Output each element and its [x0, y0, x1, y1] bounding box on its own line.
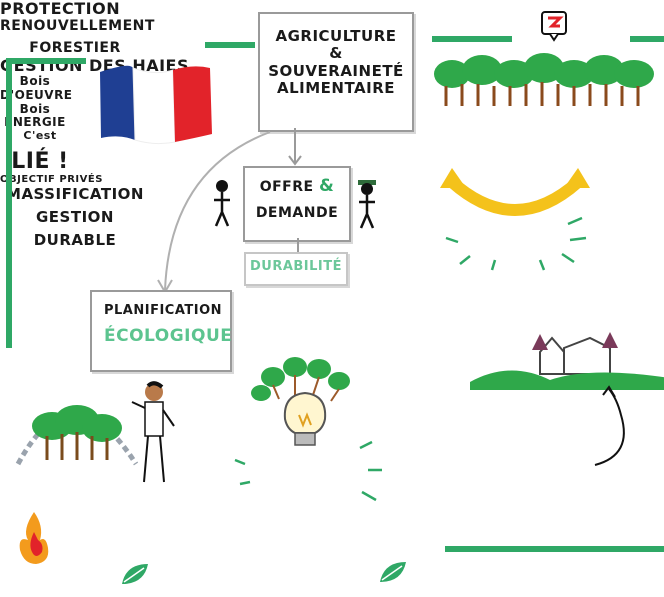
protection-label: Protection — [0, 0, 121, 18]
lie-label: lié ! — [11, 148, 69, 174]
cest-lie-label: C'est lié ! — [0, 130, 80, 174]
massification-line-1: Massification — [6, 184, 144, 203]
arrow-title-to-offre — [288, 128, 302, 166]
frame-line-top-right2 — [630, 36, 664, 42]
bois-energie-line-2: énergie — [4, 115, 66, 130]
title-box: Agriculture & souveraineté alimentaire — [258, 12, 414, 132]
durabilite-label: Durabilité — [249, 259, 343, 274]
fire-icon — [19, 512, 49, 564]
chateau-landscape-icon — [470, 332, 664, 390]
location-marker-icon — [541, 11, 567, 42]
frame-line-top-left — [6, 58, 86, 64]
bois-oeuvre-line-1: Bois — [19, 73, 51, 88]
massification-label: Massification gestion durable — [0, 184, 150, 250]
ampersand: & — [318, 176, 335, 196]
frame-line-left — [6, 58, 12, 348]
frame-line-bottom-right — [445, 546, 664, 552]
person-standing-icon — [131, 381, 175, 483]
durabilite-box: Durabilité — [244, 252, 348, 286]
lightbulb-trees-icon — [251, 357, 350, 446]
bois-energie-label: Bois énergie — [0, 101, 70, 131]
protected-trees-icon — [15, 405, 139, 466]
demande-label: demande — [255, 204, 339, 221]
renouvellement-line-2: forestier — [29, 40, 121, 57]
title-line-2: & souveraineté — [268, 44, 404, 80]
french-flag-icon — [100, 65, 212, 145]
planification-box: Planification écologique — [90, 290, 232, 372]
title-line-1: Agriculture — [275, 27, 397, 45]
bois-energie-line-1: Bois — [19, 101, 51, 116]
massification-line-3: durable — [33, 231, 117, 250]
title-line-3: alimentaire — [276, 78, 396, 97]
ecologique-label: écologique — [104, 325, 233, 346]
curved-arrow-icon — [594, 385, 625, 466]
massification-line-2: gestion — [36, 207, 114, 226]
offre-demande-box: Offre & demande — [243, 166, 351, 242]
renouvellement-line-1: Renouvellement — [0, 18, 155, 35]
person-left-icon — [214, 180, 230, 227]
emphasis-rays-icon — [445, 216, 587, 271]
person-right-icon — [358, 180, 376, 229]
bois-oeuvre-label: Bois d'oeuvre — [0, 73, 73, 103]
cest-label: C'est — [23, 129, 57, 143]
planification-label: Planification — [104, 303, 223, 318]
leaf-right-icon — [380, 562, 406, 582]
frame-line-top-mid — [205, 42, 255, 48]
bois-oeuvre-line-2: d'oeuvre — [0, 87, 73, 102]
double-arrow-icon — [440, 168, 590, 216]
objectif-prives-label: Objectif privés — [0, 174, 103, 186]
lightbulb-rays-icon — [234, 440, 382, 502]
frame-line-top-right — [432, 36, 512, 42]
leaf-left-icon — [122, 564, 148, 584]
renouvellement-label: Renouvellement forestier — [0, 18, 155, 57]
offre-label: Offre — [259, 179, 314, 195]
forest-icon — [434, 53, 654, 106]
connector-offre-durabilite — [297, 238, 299, 252]
